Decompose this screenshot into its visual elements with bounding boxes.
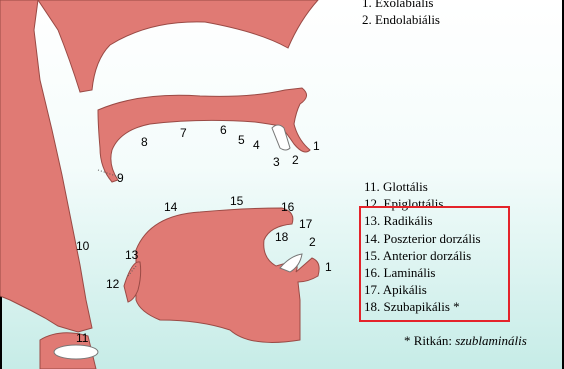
label-lower-13: 13 <box>125 248 139 262</box>
upper-head <box>38 0 318 92</box>
label-lower-2: 2 <box>309 235 316 249</box>
label-upper-8: 8 <box>141 135 148 149</box>
label-lower-14: 14 <box>164 200 178 214</box>
label-lower-18: 18 <box>275 230 289 244</box>
legend-item: 2. Endolabiális <box>362 11 440 28</box>
vocal-folds <box>54 345 98 359</box>
label-upper-9: 9 <box>117 171 124 185</box>
legend-item: 11. Glottális <box>364 178 481 195</box>
label-lower-11: 11 <box>76 331 89 345</box>
label-lower-1: 1 <box>325 260 332 274</box>
label-upper-4: 4 <box>253 138 260 152</box>
label-lower-16: 16 <box>281 200 295 214</box>
label-lower-17: 17 <box>299 217 313 231</box>
legend-item: 1. Exolabiális <box>362 0 440 11</box>
label-upper-7: 7 <box>180 126 187 140</box>
label-upper-3: 3 <box>273 155 280 169</box>
legend-labial: 1. Exolabiális 2. Endolabiális <box>362 0 440 28</box>
label-upper-5: 5 <box>238 133 245 147</box>
label-upper-2: 2 <box>292 153 299 167</box>
footnote-prefix: * Ritkán: <box>404 333 455 348</box>
footnote: * Ritkán: szublaminális <box>404 333 527 349</box>
label-upper-1: 1 <box>313 139 320 153</box>
label-upper-6: 6 <box>220 123 227 137</box>
label-lower-12: 12 <box>106 277 120 291</box>
label-upper-10: 10 <box>76 239 90 253</box>
tongue <box>136 208 319 342</box>
label-lower-15: 15 <box>230 194 244 208</box>
footnote-emphasis: szublaminális <box>455 333 527 348</box>
highlight-box <box>359 206 510 322</box>
